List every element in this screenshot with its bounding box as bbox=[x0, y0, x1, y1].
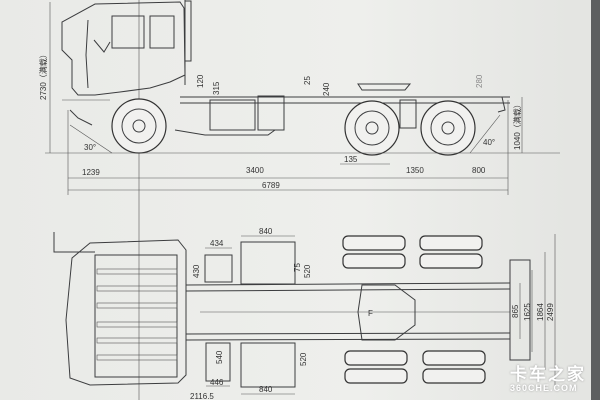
dim-frame-width: 865 bbox=[511, 304, 520, 318]
rear-wheel-2 bbox=[420, 100, 476, 156]
dim-rear-track: 1864 bbox=[536, 303, 545, 321]
dim-tank-top-gap: 75 bbox=[293, 263, 302, 272]
dim-315: 315 bbox=[212, 81, 221, 95]
dim-wheelbase: 3400 bbox=[246, 166, 264, 175]
dim-overall-width: 2499 bbox=[546, 303, 555, 321]
dim-240: 240 bbox=[322, 82, 331, 96]
fuel-tank-top bbox=[240, 241, 296, 285]
page-edge bbox=[591, 0, 600, 400]
dim-135: 135 bbox=[344, 155, 358, 164]
fuel-tank-bottom bbox=[240, 342, 296, 388]
cab-top bbox=[53, 232, 187, 386]
frame-top: F bbox=[185, 282, 511, 341]
side-view: 2730（满载） 1040（满载） 30° 40° 120 315 25 240… bbox=[38, 0, 560, 195]
dim-rear-height: 1040（满载） bbox=[512, 100, 522, 150]
rear-wheel-1 bbox=[344, 100, 400, 156]
fifth-wheel bbox=[357, 83, 412, 91]
battery-box bbox=[204, 254, 233, 283]
approach-angle: 30° bbox=[84, 143, 96, 152]
dim-tandem-spacing: 1350 bbox=[406, 166, 424, 175]
dim-rear-overhang: 800 bbox=[472, 166, 486, 175]
dim-tank-top-width: 840 bbox=[259, 227, 273, 236]
dim-120: 120 bbox=[196, 74, 205, 88]
cab-logo-letter: F bbox=[368, 309, 373, 318]
dim-rear-track-inner: 1625 bbox=[523, 303, 532, 321]
mudflap-plate bbox=[509, 259, 531, 361]
dim-box-width: 446 bbox=[210, 378, 224, 387]
dim-tank-bottom-depth: 520 bbox=[299, 352, 308, 366]
dim-battery-depth: 430 bbox=[192, 264, 201, 278]
dim-cab-offset: 2116.5 bbox=[190, 392, 214, 400]
dim-tank-bottom-width: 840 bbox=[259, 385, 273, 394]
watermark: 卡车之家 360CHE.COM bbox=[510, 360, 586, 393]
watermark-title: 卡车之家 bbox=[510, 365, 586, 384]
top-view: F 434 430 840 75 520 520 840 540 446 bbox=[53, 227, 556, 400]
tool-box bbox=[205, 342, 231, 382]
dim-overall-length: 6789 bbox=[262, 181, 280, 190]
dim-box-depth: 540 bbox=[215, 350, 224, 364]
cab-side bbox=[61, 0, 192, 126]
front-wheel bbox=[111, 98, 167, 154]
axle-housing bbox=[357, 284, 416, 341]
dim-tank-top-depth: 520 bbox=[303, 264, 312, 278]
dim-battery-width: 434 bbox=[210, 239, 224, 248]
watermark-url: 360CHE.COM bbox=[510, 383, 578, 393]
dim-280: 280 bbox=[475, 74, 484, 88]
dim-overall-height: 2730（满载） bbox=[38, 50, 48, 100]
rear-tires-top bbox=[342, 235, 486, 384]
dim-25: 25 bbox=[303, 76, 312, 85]
departure-angle: 40° bbox=[483, 138, 495, 147]
dim-front-overhang: 1239 bbox=[82, 168, 100, 177]
